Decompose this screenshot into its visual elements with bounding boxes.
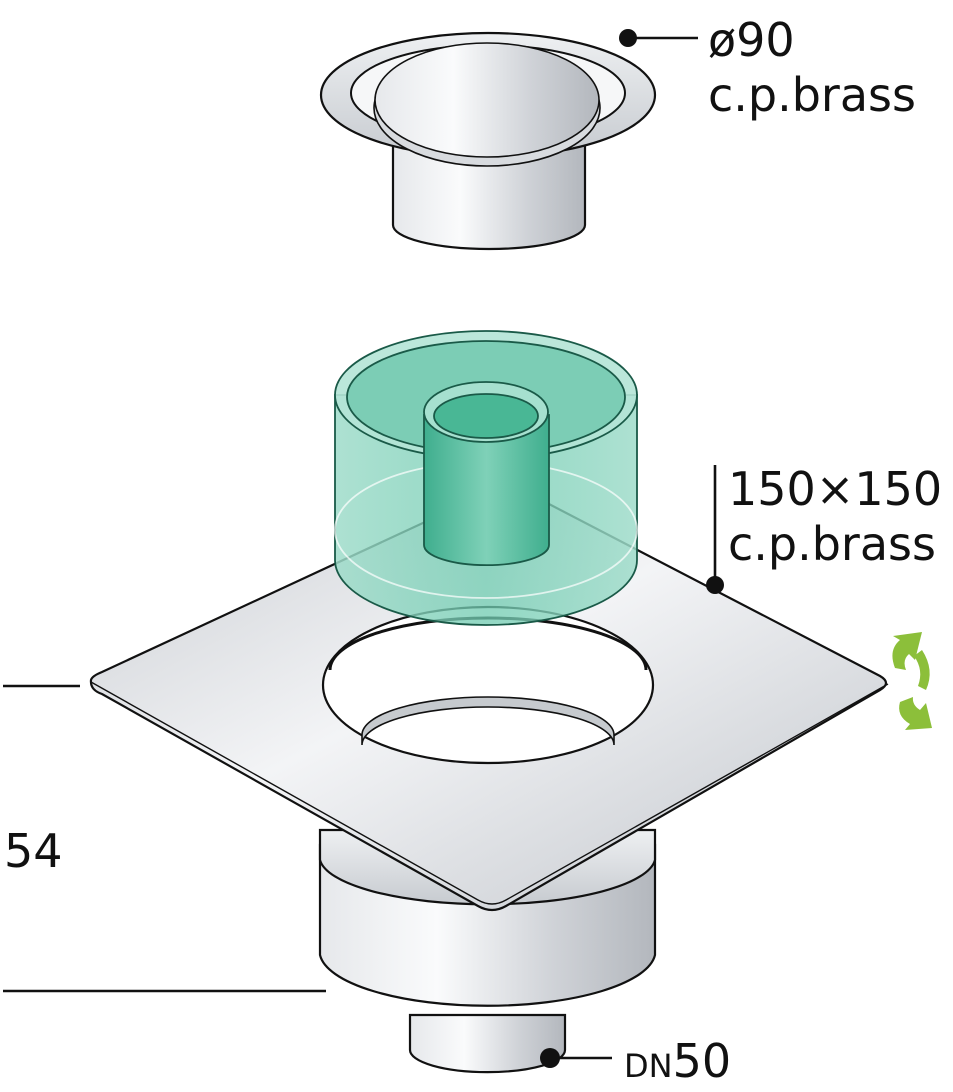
plate-material-label: c.p.brass bbox=[728, 517, 936, 571]
plate-hole-inner-ring bbox=[361, 696, 615, 746]
cover-material-label: c.p.brass bbox=[708, 68, 916, 122]
cover-leader-dot bbox=[619, 29, 637, 47]
trap-inner-tube-bore bbox=[433, 393, 539, 439]
rotate-arrow-icon bbox=[892, 632, 932, 730]
trap-insert bbox=[334, 330, 638, 626]
square-plate bbox=[89, 484, 889, 912]
plate-edge bbox=[90, 681, 889, 905]
plate-hole bbox=[321, 605, 655, 765]
cover-diameter-label: ø90 bbox=[708, 13, 795, 67]
plate-size-label: 150×150 bbox=[728, 462, 943, 516]
plate-leader-dot bbox=[706, 576, 724, 594]
annotation-lines bbox=[3, 29, 724, 1068]
height-dimension-label: 54 bbox=[4, 824, 63, 878]
outlet-size: 50 bbox=[672, 1034, 732, 1088]
outlet-prefix: DN bbox=[624, 1047, 673, 1085]
outlet-leader-dot bbox=[540, 1048, 560, 1068]
cover-stem bbox=[391, 138, 587, 251]
cover-cap-top bbox=[374, 42, 600, 158]
trap-inner-tube bbox=[423, 414, 550, 567]
outlet-size-label: DN50 bbox=[624, 1038, 731, 1084]
cover-part bbox=[319, 31, 657, 251]
